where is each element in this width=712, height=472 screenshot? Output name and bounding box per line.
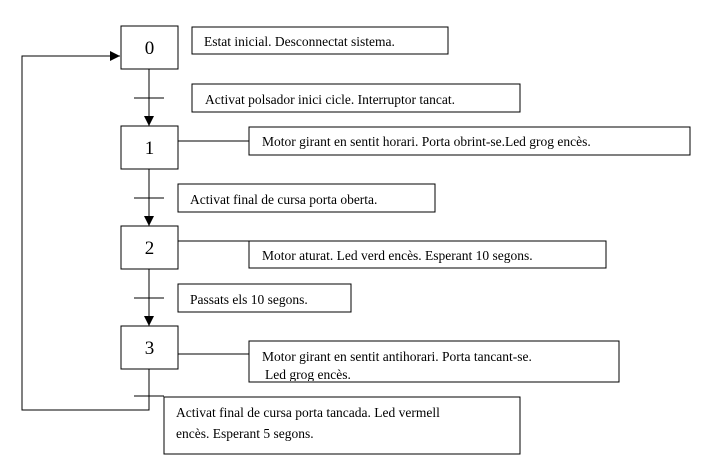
step-2-description-box: Motor aturat. Led verd encès. Esperant 1… — [248, 240, 607, 269]
action-connectors — [178, 140, 249, 355]
step-2-description: Motor aturat. Led verd encès. Esperant 1… — [262, 248, 533, 263]
transition-1-condition-box: Activat polsador inici cicle. Interrupto… — [191, 83, 521, 113]
step-3-description-clip: Motor girant en sentit antihorari. Porta… — [262, 349, 532, 382]
step-3-description-line-1: Motor girant en sentit antihorari. Porta… — [262, 349, 532, 364]
step-0-description: Estat inicial. Desconnectat sistema. — [204, 34, 395, 49]
transition-4-condition-line-1: Activat final de cursa porta tancada. Le… — [176, 405, 440, 420]
step-0: 0 — [120, 25, 179, 70]
transition-1-condition: Activat polsador inici cicle. Interrupto… — [205, 92, 455, 107]
step-2-label: 2 — [145, 238, 155, 259]
step-1-description: Motor girant en sentit horari. Porta obr… — [262, 134, 591, 149]
transition-3-condition-box: Passats els 10 segons. — [177, 283, 352, 313]
step-0-description-box: Estat inicial. Desconnectat sistema. — [191, 26, 449, 55]
transition-4-condition-box: Activat final de cursa porta tancada. Le… — [163, 396, 521, 455]
step-0-label: 0 — [145, 38, 155, 59]
step-3-description-line-2: Led grog encès. — [265, 367, 351, 382]
step-3-description-box: Motor girant en sentit antihorari. Porta… — [248, 340, 620, 383]
transition-3-condition: Passats els 10 segons. — [190, 292, 308, 307]
step-1: 1 — [120, 125, 179, 170]
step-3-label: 3 — [145, 338, 155, 359]
transition-2-condition-box: Activat final de cursa porta oberta. — [177, 183, 436, 213]
transition-4-condition-line-2: encès. Esperant 5 segons. — [176, 426, 314, 441]
step-1-label: 1 — [145, 138, 155, 159]
transition-bars — [134, 97, 164, 397]
step-3: 3 — [120, 325, 179, 370]
step-1-description-box: Motor girant en sentit horari. Porta obr… — [248, 126, 691, 156]
step-2: 2 — [120, 225, 179, 270]
transition-2-condition: Activat final de cursa porta oberta. — [190, 192, 377, 207]
